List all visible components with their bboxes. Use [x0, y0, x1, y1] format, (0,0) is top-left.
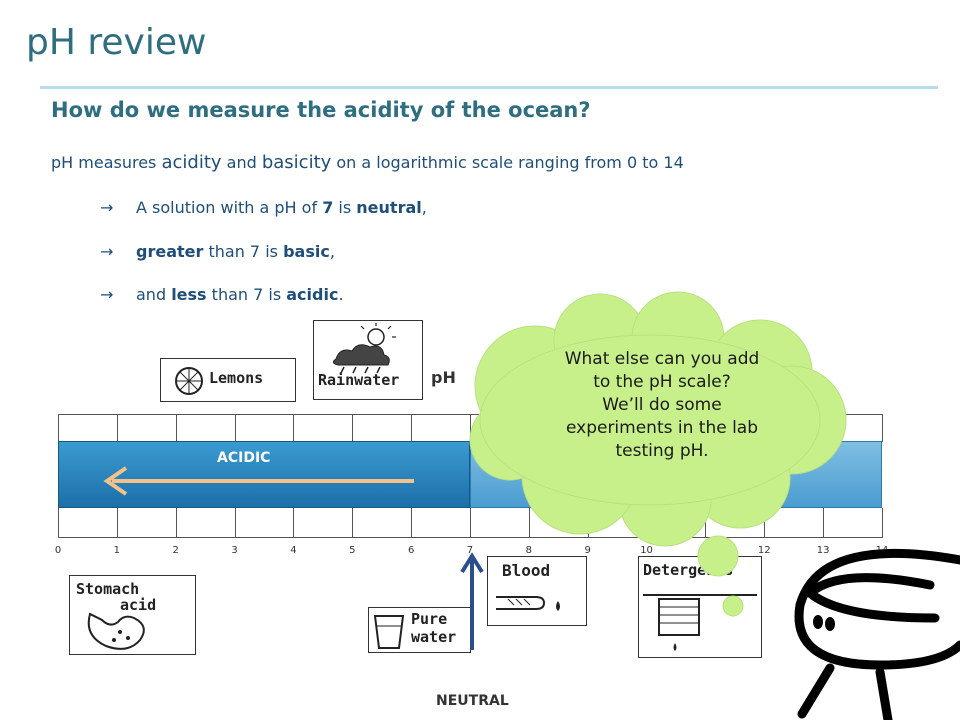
thought-cloud	[469, 291, 847, 617]
bullet-text: .	[338, 285, 344, 304]
laundry-icon	[643, 594, 757, 651]
bullet-arrow-icon: →	[100, 198, 114, 217]
scale-tick	[58, 414, 59, 442]
bullet-text: ,	[421, 198, 427, 217]
detergents-image: Detergents	[638, 556, 762, 658]
acidic-bar	[58, 441, 470, 508]
face-eyes-icon	[813, 615, 835, 631]
acid-label: acid	[120, 596, 157, 614]
bullet-strong: neutral	[356, 198, 422, 217]
blood-label: Blood	[502, 561, 551, 580]
intro-text-2: and	[221, 153, 262, 172]
stomach-label: Stomach	[76, 580, 140, 598]
scale-tick	[175, 508, 177, 538]
scale-tick	[58, 508, 59, 538]
rainwater-image: Rainwater	[313, 320, 423, 400]
scale-tick	[234, 508, 236, 538]
bullet-strong: less	[171, 285, 207, 304]
scale-tick-label: 13	[816, 545, 830, 556]
intro-paragraph: pH measures acidity and basicity on a lo…	[51, 152, 684, 173]
bullet-neutral: → A solution with a pH of 7 is neutral,	[100, 198, 427, 217]
cartoon-face-icon	[794, 548, 960, 720]
scale-tick	[881, 508, 883, 538]
cloud-line: What else can you add	[564, 349, 760, 369]
lemons-label: Lemons	[209, 369, 264, 387]
finger-drop-icon	[496, 596, 560, 611]
scale-tick	[234, 414, 236, 442]
lemons-image: Lemons	[160, 358, 296, 402]
scale-tick	[469, 414, 471, 442]
scale-tick	[411, 414, 413, 442]
title-divider	[40, 86, 938, 89]
scale-tick	[116, 414, 118, 442]
scale-tick-label: 7	[466, 545, 474, 556]
neutral-label: NEUTRAL	[436, 693, 509, 709]
bullet-arrow-icon: →	[100, 285, 114, 304]
scale-tick-label: 10	[640, 545, 653, 556]
cloud-line: testing pH.	[615, 441, 709, 461]
bullet-text: ,	[329, 242, 335, 261]
bullet-strong: greater	[136, 242, 204, 261]
slide-title: pH review	[26, 22, 207, 63]
scale-tick-label: 2	[172, 545, 179, 556]
cloud-line: We’ll do some	[602, 395, 722, 415]
acidity-term: acidity	[161, 152, 222, 173]
scale-tick-label: 6	[407, 545, 415, 556]
bullet-basic: → greater than 7 is basic,	[100, 242, 335, 261]
scale-tick-label: 1	[113, 545, 121, 556]
slide-subtitle: How do we measure the acidity of the oce…	[51, 98, 591, 122]
basicity-term: basicity	[261, 152, 332, 173]
scale-tick-label: 8	[525, 545, 533, 556]
scale-tick	[881, 414, 883, 442]
cloud-message: What else can you add to the pH scale? W…	[538, 348, 786, 463]
scale-tick-label: 9	[584, 545, 591, 556]
bullet-strong: 7	[322, 198, 334, 217]
pure-label: Pure	[411, 610, 448, 628]
bullet-arrow-icon: →	[100, 242, 114, 261]
bullet-text: A solution with a pH of	[136, 198, 323, 217]
scale-tick-label: 4	[290, 545, 297, 556]
scale-tick	[352, 508, 354, 538]
blood-image: Blood	[487, 556, 587, 626]
bullet-text: and	[136, 285, 172, 304]
scale-tick	[411, 508, 413, 538]
stomach-icon	[87, 612, 145, 650]
acidic-arrow-icon	[103, 466, 414, 496]
bullet-acidic: → and less than 7 is acidic.	[100, 285, 344, 304]
bullet-text: than 7 is	[203, 242, 284, 261]
cloud-line: experiments in the lab	[565, 418, 759, 438]
acidic-label: ACIDIC	[217, 450, 271, 466]
scale-tick	[352, 414, 354, 442]
bullet-strong: acidic	[286, 285, 339, 304]
bullet-text: is	[333, 198, 357, 217]
scale-tick	[175, 414, 177, 442]
neutral-arrow-icon	[460, 552, 484, 650]
scale-tick	[528, 508, 530, 538]
rain-cloud-icon	[332, 323, 396, 374]
bullet-text: than 7 is	[206, 285, 287, 304]
stomach-acid-image: Stomach acid	[69, 575, 196, 655]
cloud-line: to the pH scale?	[593, 372, 731, 392]
intro-text-3: on a logarithmic scale ranging from 0 to…	[331, 153, 684, 172]
scale-tick	[116, 508, 118, 538]
lemon-icon	[175, 367, 203, 395]
ph-label: pH	[431, 368, 456, 387]
scale-tick-label: 12	[757, 545, 771, 556]
scale-tick-label: 0	[54, 545, 62, 556]
scale-tick	[764, 508, 766, 538]
scale-tick	[293, 414, 295, 442]
water-glass-icon	[373, 615, 405, 649]
scale-tick-label: 3	[231, 545, 238, 556]
scale-tick	[705, 508, 707, 538]
scale-tick	[823, 508, 825, 538]
pure-water-image: Pure water	[368, 607, 471, 653]
rainwater-label: Rainwater	[318, 371, 400, 389]
scale-tick	[469, 508, 471, 538]
bullet-strong: basic	[283, 242, 330, 261]
scale-tick	[293, 508, 295, 538]
scale-tick-label: 5	[349, 545, 356, 556]
water-label: water	[411, 628, 457, 646]
intro-text-1: pH measures	[51, 153, 162, 172]
